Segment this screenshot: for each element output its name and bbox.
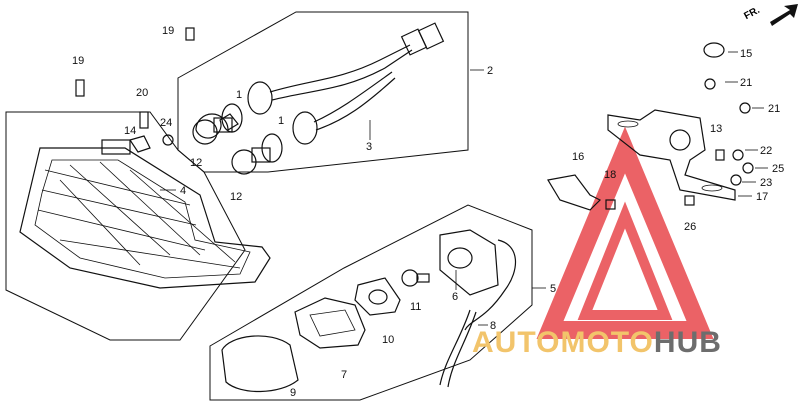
watermark-text-part1: AUTOMOTO [472,326,654,359]
callout-10: 10 [382,334,394,346]
bulb-upper [192,113,239,145]
callout-26: 26 [684,221,696,233]
callout-17: 17 [756,191,768,203]
callout-1b: 1 [278,115,284,127]
watermark-text: AUTOMOTOHUB [472,326,722,360]
leader-lines [160,51,768,326]
lamp-gasket [354,277,401,316]
callout-5: 5 [550,283,556,295]
callout-19b: 19 [72,55,84,67]
callout-9: 9 [290,387,296,399]
frame-harness [177,11,469,173]
callout-labels: 1 1 2 3 4 5 6 7 8 9 10 11 12 12 13 14 15… [72,25,784,399]
watermark-logo [536,126,714,339]
callout-12a: 12 [190,157,202,169]
fasteners-left [75,27,195,153]
callout-15: 15 [740,48,752,60]
lamp-bulb [401,269,430,287]
callout-20: 20 [136,87,148,99]
lamp-housing [439,229,517,331]
callout-8: 8 [490,320,496,332]
callout-6: 6 [452,291,458,303]
tail-lens [19,139,271,289]
callout-13: 13 [710,123,722,135]
lamp-wire [439,309,477,388]
callout-24: 24 [160,117,172,129]
right-fasteners [547,42,754,211]
callout-14: 14 [124,125,136,137]
callout-19a: 19 [162,25,174,37]
wire-harness [221,22,445,163]
callout-1a: 1 [236,89,242,101]
callout-4: 4 [180,185,186,197]
callout-23: 23 [760,177,772,189]
frame-rear-lamp [209,204,533,401]
lamp-lens [294,297,366,349]
callout-7: 7 [341,369,347,381]
callout-2: 2 [487,65,493,77]
callout-21b: 21 [768,103,780,115]
callout-21a: 21 [740,77,752,89]
callout-22: 22 [760,145,772,157]
bulb-lower [231,147,271,175]
callout-11: 11 [410,301,421,313]
lamp-cover [221,335,299,393]
license-bracket [607,109,736,201]
watermark-text-part2: HUB [653,326,722,359]
frame-tail-lens [5,111,246,341]
callout-25: 25 [772,163,784,175]
callout-18: 18 [604,169,616,181]
direction-arrow-icon [770,4,798,26]
callout-12b: 12 [230,191,242,203]
callout-16: 16 [572,151,584,163]
callout-3: 3 [366,141,372,153]
